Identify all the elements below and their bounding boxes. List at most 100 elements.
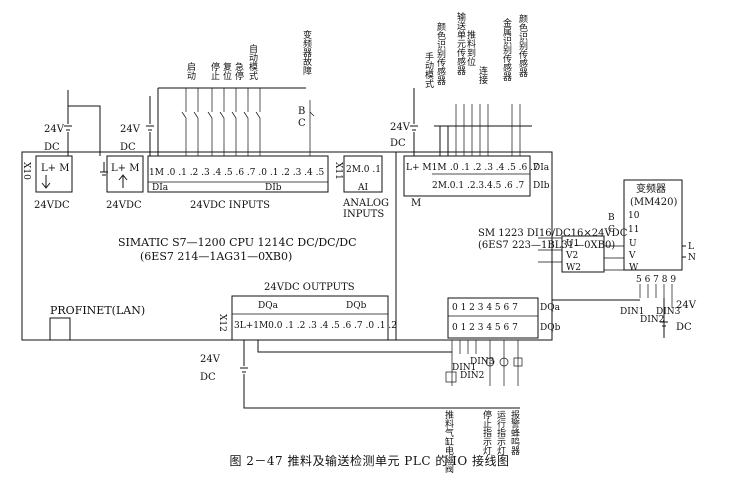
sm-order: (6ES7 223—1BL31—0XB0) — [478, 240, 615, 251]
sm-dia: DIa — [533, 163, 550, 173]
sm-dib: DIb — [533, 181, 550, 191]
label-run-lamp: 运行指示灯 — [495, 410, 506, 456]
label-alarm: 报警蜂鸣器 — [509, 409, 520, 455]
power-left-label: 24VDC — [34, 200, 70, 211]
sm-u1: U1 — [566, 239, 579, 249]
mid-dc: DC — [120, 142, 136, 153]
sm-dqa: DQa — [540, 303, 561, 313]
label-reset: 复位 — [221, 61, 232, 81]
output-loads — [445, 340, 523, 386]
inputs-terminals: 1M .0 .1 .2 .3 .4 .5 .6 .7 .0 .1 .2 .3 .… — [149, 168, 324, 178]
inputs-dib: DIb — [265, 183, 282, 193]
power-in-lm: L+ M — [41, 163, 69, 174]
vfd-motor-wires — [604, 245, 624, 271]
vfd-24v: 24V — [676, 300, 697, 311]
label-vfd-fault: 变频器故障 — [301, 29, 312, 76]
vfd-b: B — [608, 213, 615, 223]
sm-input-switches — [455, 104, 521, 156]
sm-input-terms: 2M.0.1 .2.3.4.5 .6 .7 — [432, 181, 524, 191]
vfd-fault-contact — [309, 100, 315, 156]
sm-dqb: DQb — [540, 323, 561, 333]
vfd-l: L — [688, 242, 694, 252]
vfd-t10: 10 — [628, 211, 640, 221]
label-manual-mode: 手动模式 — [423, 51, 434, 88]
label-push-rod: 推料到位 — [465, 29, 476, 67]
label-color-sensor2: 颜色识别传感器 — [517, 13, 528, 77]
analog-title2: INPUTS — [343, 209, 384, 220]
power-in-block — [35, 155, 73, 193]
sm-top-terminals: L+ M1M — [406, 163, 447, 173]
input-switches — [181, 88, 261, 156]
sm-w2: W2 — [566, 263, 581, 273]
vfd-t11: 11 — [628, 225, 639, 235]
label-c: C — [298, 118, 306, 129]
sm-v2: V2 — [565, 251, 578, 261]
sm-m-label: M — [411, 198, 421, 209]
ground-icon — [100, 162, 108, 176]
vfd-din2: DIN2 — [640, 315, 664, 325]
label-chain: 连接 — [477, 65, 488, 85]
label-stop-lamp: 停止指示灯 — [481, 409, 492, 456]
vfd-u: U — [629, 239, 637, 249]
label-push-valve: 推料气缸电磁阀 — [443, 409, 454, 474]
output-common — [257, 340, 452, 353]
power-out-block — [106, 155, 144, 193]
outputs-terminals: 3L+1M0.0 .1 .2 .3 .4 .5 .6 .7 .0 .1 .2 — [234, 321, 397, 331]
vfd-model: (MM420) — [630, 197, 677, 208]
vfd-c: C — [608, 225, 615, 235]
label-estop: 急停 — [233, 61, 244, 81]
profinet-port — [49, 317, 71, 341]
bottom-24v: 24V — [200, 354, 221, 365]
sm-input-terms2: .0 .1 .2 .3 .4 .5 .6 .7 — [450, 163, 539, 173]
sm-output-block — [447, 297, 539, 339]
right-24v: 24V — [390, 122, 411, 133]
left-supply-line — [64, 90, 72, 156]
mid-24v: 24V — [120, 124, 141, 135]
input-common-rail — [157, 87, 306, 156]
sm-supply-line — [410, 88, 418, 156]
profinet-label: PROFINET(LAN) — [50, 304, 145, 317]
vfd-din1: DIN1 — [620, 307, 644, 317]
figure-caption: 图 2－47 推料及输送检测单元 PLC 的 IO 接线图 — [229, 454, 510, 468]
power-out-lm: L+ M — [111, 163, 139, 174]
plc-order: (6ES7 214—1AG31—0XB0) — [140, 250, 292, 263]
right-dc: DC — [390, 138, 406, 149]
out-din2: DIN2 — [460, 371, 484, 381]
vfd-title: 变频器 — [636, 182, 666, 195]
label-metal-sensor: 金属识别传感器 — [501, 17, 512, 81]
vfd-w: W — [629, 263, 639, 273]
vfd-din-wires — [639, 284, 673, 308]
label-feeding-unit: 输送单元传感器 — [455, 11, 466, 75]
outputs-block — [231, 295, 389, 341]
label-start: 启动 — [185, 61, 196, 81]
outputs-dqa: DQa — [258, 301, 279, 311]
label-stop: 停止 — [209, 61, 220, 80]
bottom-dc: DC — [200, 372, 216, 383]
x11-label: X11 — [333, 162, 343, 180]
sm-analog-out-block — [561, 235, 605, 273]
out-din1: DIN1 — [452, 363, 476, 373]
left-supply-return — [68, 105, 101, 156]
top-left-24v: 24V — [44, 124, 65, 135]
mid-supply-line — [146, 96, 154, 156]
plc-model: SIMATIC S7—1200 CPU 1214C DC/DC/DC — [118, 236, 357, 249]
analog-terminals: 2M.0 .1 — [346, 165, 381, 175]
power-out-arrow-icon — [118, 174, 128, 188]
sm-out-terms: 0 1 2 3 4 5 6 7 — [452, 303, 518, 313]
outputs-dqb: DQb — [346, 301, 367, 311]
analog-ai: AI — [357, 183, 368, 193]
inputs-dia: DIa — [152, 183, 169, 193]
inputs-block — [147, 155, 329, 193]
power-right-label: 24VDC — [106, 200, 142, 211]
vfd-n: N — [688, 253, 696, 263]
x12-label: X12 — [217, 314, 227, 332]
power-in-arrow-icon — [41, 175, 51, 189]
output-supply-loop — [240, 340, 520, 409]
label-auto-mode: 自动模式 — [247, 43, 258, 80]
label-b: B — [298, 106, 305, 117]
inputs-title: 24VDC INPUTS — [190, 200, 270, 211]
vfd-v: V — [628, 251, 636, 261]
analog-title: ANALOG — [342, 198, 389, 209]
top-left-dc: DC — [44, 142, 60, 153]
